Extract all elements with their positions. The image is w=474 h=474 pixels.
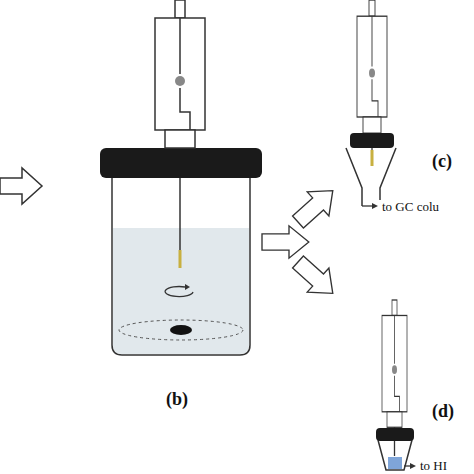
injector-septum [350, 133, 394, 148]
vial-cap [100, 148, 262, 178]
desorption-chamber [378, 440, 412, 470]
spme-syringe [357, 0, 387, 133]
process-arrow [0, 168, 42, 204]
spme-syringe [155, 0, 205, 148]
flow-note: to GC colu [382, 200, 439, 213]
panel-label: (b) [166, 390, 188, 408]
spme-fiber [179, 250, 182, 268]
needle [179, 178, 181, 250]
rotation-arrow [165, 287, 193, 297]
sample-liquid [113, 228, 249, 354]
panel-label: (c) [432, 152, 452, 170]
panel-label: (d) [432, 402, 454, 420]
stir-bar [170, 325, 192, 335]
flow-note: to HI [420, 459, 447, 472]
gc-injector [346, 148, 396, 206]
spme-syringe [382, 300, 407, 427]
desorption-solvent [388, 457, 402, 469]
vial [112, 178, 250, 355]
